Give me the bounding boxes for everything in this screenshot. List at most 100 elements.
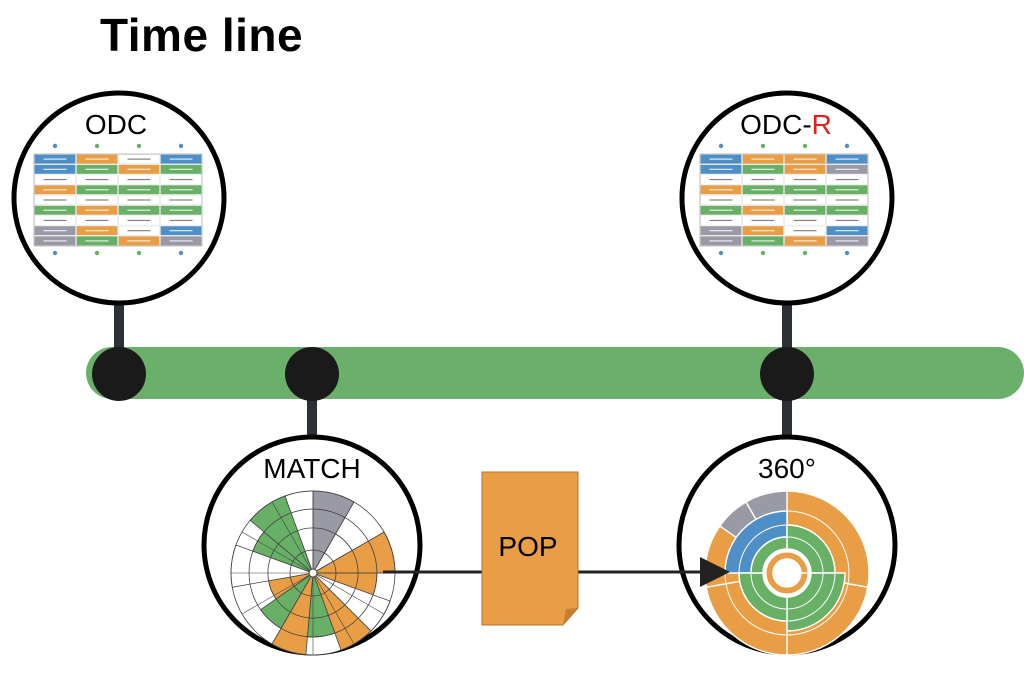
table-cell-text-line xyxy=(43,178,67,181)
table-cell-text-line xyxy=(127,189,151,191)
table-marker xyxy=(802,250,808,256)
table-cell-text-line xyxy=(169,189,193,191)
table-cell-text-line xyxy=(85,168,109,170)
table-cell-text-line xyxy=(751,219,775,222)
table-cell-text-line xyxy=(709,168,733,170)
table-cell-text-line xyxy=(835,230,859,232)
table-cell-text-line xyxy=(127,168,151,170)
timeline-bar xyxy=(86,347,1024,399)
table-cell-text-line xyxy=(85,189,109,191)
table-marker xyxy=(718,143,724,149)
odc-circle: ODC xyxy=(11,90,227,306)
wheel-spoke xyxy=(312,531,385,574)
table-marker xyxy=(178,143,184,149)
timeline-node-odc xyxy=(92,347,146,401)
table-cell-text-line xyxy=(751,189,775,191)
table-cell-text-line xyxy=(43,199,67,201)
odcr-label-main: ODC- xyxy=(740,109,812,140)
table-cell-text-line xyxy=(127,209,151,211)
sunburst-guide-ring xyxy=(738,524,836,622)
table-cell-text-line xyxy=(85,209,109,211)
wheel-spoke xyxy=(312,572,355,645)
table-cell-text-line xyxy=(709,178,733,181)
wheel-spoke xyxy=(241,531,314,574)
table-cell-text-line xyxy=(43,209,67,211)
timeline-node-match xyxy=(285,347,339,401)
table-cell-text-line xyxy=(169,209,193,211)
table-cell-text-line xyxy=(127,230,151,232)
table-cell-text-line xyxy=(709,209,733,211)
table-marker xyxy=(802,143,808,149)
table-cell-text-line xyxy=(85,230,109,232)
sunburst-guide-ring xyxy=(750,536,824,610)
table-cell-text-line xyxy=(169,158,193,160)
table-cell-text-line xyxy=(85,158,109,160)
table-cell-text-line xyxy=(835,189,859,191)
table-marker xyxy=(844,250,850,256)
wheel-spoke xyxy=(271,572,314,645)
table-border xyxy=(699,153,869,247)
table-cell-text-line xyxy=(43,240,67,242)
table-cell-text-line xyxy=(85,240,109,242)
three-sixty-label: 360° xyxy=(758,453,816,484)
odcr-circle: ODC-R xyxy=(679,90,895,306)
table-cell-text-line xyxy=(169,240,193,242)
odcr-table-thumbnail xyxy=(699,143,869,256)
table-cell-text-line xyxy=(835,178,859,181)
table-cell-text-line xyxy=(43,168,67,170)
table-border xyxy=(33,153,203,247)
table-cell-text-line xyxy=(793,209,817,211)
table-cell-text-line xyxy=(169,199,193,201)
wheel-spoke xyxy=(312,572,385,615)
table-cell-text-line xyxy=(709,158,733,160)
page-title: Time line xyxy=(100,9,304,61)
table-cell-text-line xyxy=(127,199,151,201)
sunburst-inner-outline xyxy=(763,549,811,597)
table-cell-text-line xyxy=(751,168,775,170)
timeline-node-odcr xyxy=(760,347,814,401)
wheel-spoke xyxy=(241,572,314,615)
sunburst-center xyxy=(775,561,799,585)
odcr-label-accent: R xyxy=(812,109,832,140)
table-cell-text-line xyxy=(43,219,67,222)
table-marker xyxy=(760,250,766,256)
table-cell-text-line xyxy=(835,199,859,201)
table-cell-text-line xyxy=(751,209,775,211)
table-cell-text-line xyxy=(709,230,733,232)
table-cell-text-line xyxy=(169,178,193,181)
table-cell-text-line xyxy=(835,209,859,211)
table-cell-text-line xyxy=(793,199,817,201)
table-cell-text-line xyxy=(43,230,67,232)
table-cell-text-line xyxy=(43,158,67,160)
table-cell-text-line xyxy=(43,189,67,191)
table-cell-text-line xyxy=(709,189,733,191)
table-marker xyxy=(760,143,766,149)
wheel-spoke xyxy=(271,501,314,574)
pop-document: POP xyxy=(481,471,579,626)
match-circle: MATCH xyxy=(201,434,423,656)
table-cell-text-line xyxy=(751,158,775,160)
table-cell-text-line xyxy=(127,158,151,160)
table-cell-text-line xyxy=(793,178,817,181)
table-marker xyxy=(52,250,58,256)
table-cell-text-line xyxy=(835,240,859,242)
table-cell-text-line xyxy=(709,240,733,242)
table-marker xyxy=(844,143,850,149)
table-cell-text-line xyxy=(169,219,193,222)
match-wheel-chart xyxy=(230,490,396,656)
odc-table-thumbnail xyxy=(33,143,203,256)
table-cell-text-line xyxy=(835,219,859,222)
table-cell-text-line xyxy=(709,199,733,201)
table-marker xyxy=(94,250,100,256)
match-label: MATCH xyxy=(263,453,360,484)
table-cell-text-line xyxy=(793,189,817,191)
table-cell-text-line xyxy=(127,219,151,222)
table-cell-text-line xyxy=(751,199,775,201)
wheel-center xyxy=(308,568,318,578)
table-cell-text-line xyxy=(85,178,109,181)
three-sixty-sunburst-chart xyxy=(704,490,870,656)
odcr-label: ODC-R xyxy=(740,109,832,140)
table-cell-text-line xyxy=(793,168,817,170)
table-cell-text-line xyxy=(793,158,817,160)
